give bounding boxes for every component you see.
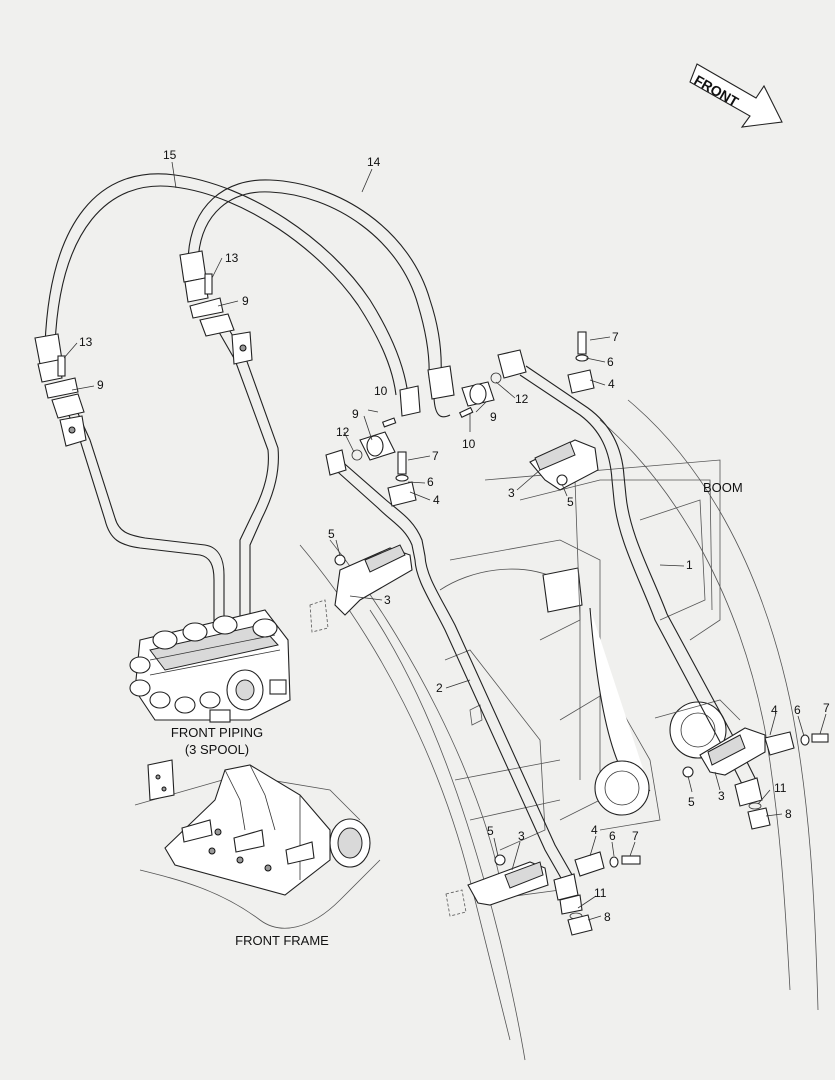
hose-15 <box>34 173 421 417</box>
leader-lines <box>63 161 827 921</box>
pipe-1 <box>497 349 763 807</box>
clamp-assembly-upper-left <box>309 451 417 633</box>
left-hose-end-fittings <box>37 273 224 399</box>
front-frame-caption: FRONT FRAME <box>235 933 329 948</box>
callout-6: 6 <box>427 475 434 489</box>
callout-12: 12 <box>336 425 350 439</box>
front-frame <box>134 759 381 929</box>
callout-11: 11 <box>774 781 787 795</box>
callout-3: 3 <box>384 593 391 607</box>
callout-1: 1 <box>686 558 693 572</box>
callout-5: 5 <box>328 527 335 541</box>
callout-10: 10 <box>462 437 476 451</box>
captions: BOOM FRONT PIPING (3 SPOOL) FRONT FRAME <box>171 480 743 948</box>
callout-10: 10 <box>374 384 388 398</box>
callout-13: 13 <box>79 335 93 349</box>
callout-15: 15 <box>163 148 177 162</box>
callout-4: 4 <box>591 823 598 837</box>
clamp-assembly-upper-right <box>529 331 599 491</box>
front-piping-tubes <box>51 313 279 640</box>
callout-9: 9 <box>352 407 359 421</box>
front-piping-subcaption: (3 SPOOL) <box>185 742 249 757</box>
callout-12: 12 <box>515 392 529 406</box>
callout-4: 4 <box>771 703 778 717</box>
callout-3: 3 <box>518 829 525 843</box>
clamp-assembly-lower-left <box>445 851 641 917</box>
callout-7: 7 <box>432 449 439 463</box>
callout-7: 7 <box>823 701 830 715</box>
callout-2: 2 <box>436 681 443 695</box>
callout-labels: 15 14 13 13 9 9 9 9 10 10 12 12 7 7 7 7 … <box>79 148 830 924</box>
callout-8: 8 <box>785 807 792 821</box>
callout-14: 14 <box>367 155 381 169</box>
front-direction-arrow: FRONT <box>689 63 783 128</box>
callout-3: 3 <box>718 789 725 803</box>
clamp-assembly-lower-right <box>682 727 829 778</box>
callout-9: 9 <box>242 294 249 308</box>
callout-3: 3 <box>508 486 515 500</box>
callout-13: 13 <box>225 251 239 265</box>
callout-4: 4 <box>608 377 615 391</box>
boom-caption: BOOM <box>703 480 743 495</box>
callout-7: 7 <box>612 330 619 344</box>
callout-5: 5 <box>688 795 695 809</box>
callout-4: 4 <box>433 493 440 507</box>
pipe-2 <box>325 449 583 915</box>
callout-6: 6 <box>609 829 616 843</box>
callout-9: 9 <box>97 378 104 392</box>
callout-5: 5 <box>567 495 574 509</box>
hose-14 <box>179 179 455 418</box>
callout-6: 6 <box>607 355 614 369</box>
callout-6: 6 <box>794 703 801 717</box>
flange-fittings <box>351 372 502 461</box>
control-valve-3-spool <box>129 609 291 723</box>
callout-9: 9 <box>490 410 497 424</box>
callout-8: 8 <box>604 910 611 924</box>
callout-5: 5 <box>487 824 494 838</box>
boom-structure <box>299 399 819 1061</box>
pipe-end-caps <box>567 802 771 936</box>
callout-7: 7 <box>632 829 639 843</box>
front-piping-caption: FRONT PIPING <box>171 725 263 740</box>
callout-11: 11 <box>594 886 607 900</box>
